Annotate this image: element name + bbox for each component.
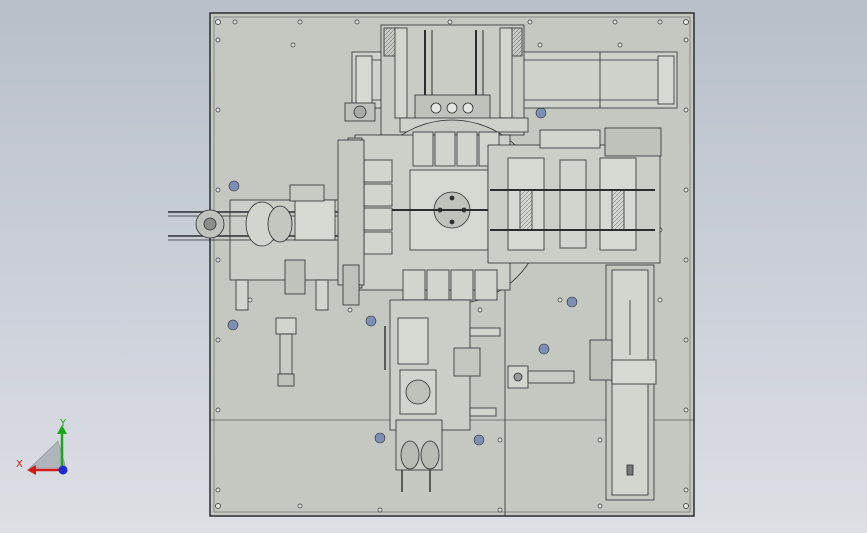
y-axis-label: Y (59, 418, 67, 429)
mounting-holes (215, 19, 689, 513)
coordinate-triad-icon: Y X (16, 418, 68, 475)
left-cylinder[interactable] (275, 317, 297, 387)
left-feeder[interactable] (168, 139, 365, 311)
x-axis-label: X (16, 459, 23, 470)
lower-press[interactable] (384, 299, 501, 492)
top-gantry[interactable] (380, 24, 529, 136)
right-vertical-conveyor[interactable] (589, 264, 657, 501)
locating-pins (227, 107, 578, 446)
right-cylinder[interactable] (507, 365, 575, 389)
right-assembly[interactable] (487, 127, 662, 264)
